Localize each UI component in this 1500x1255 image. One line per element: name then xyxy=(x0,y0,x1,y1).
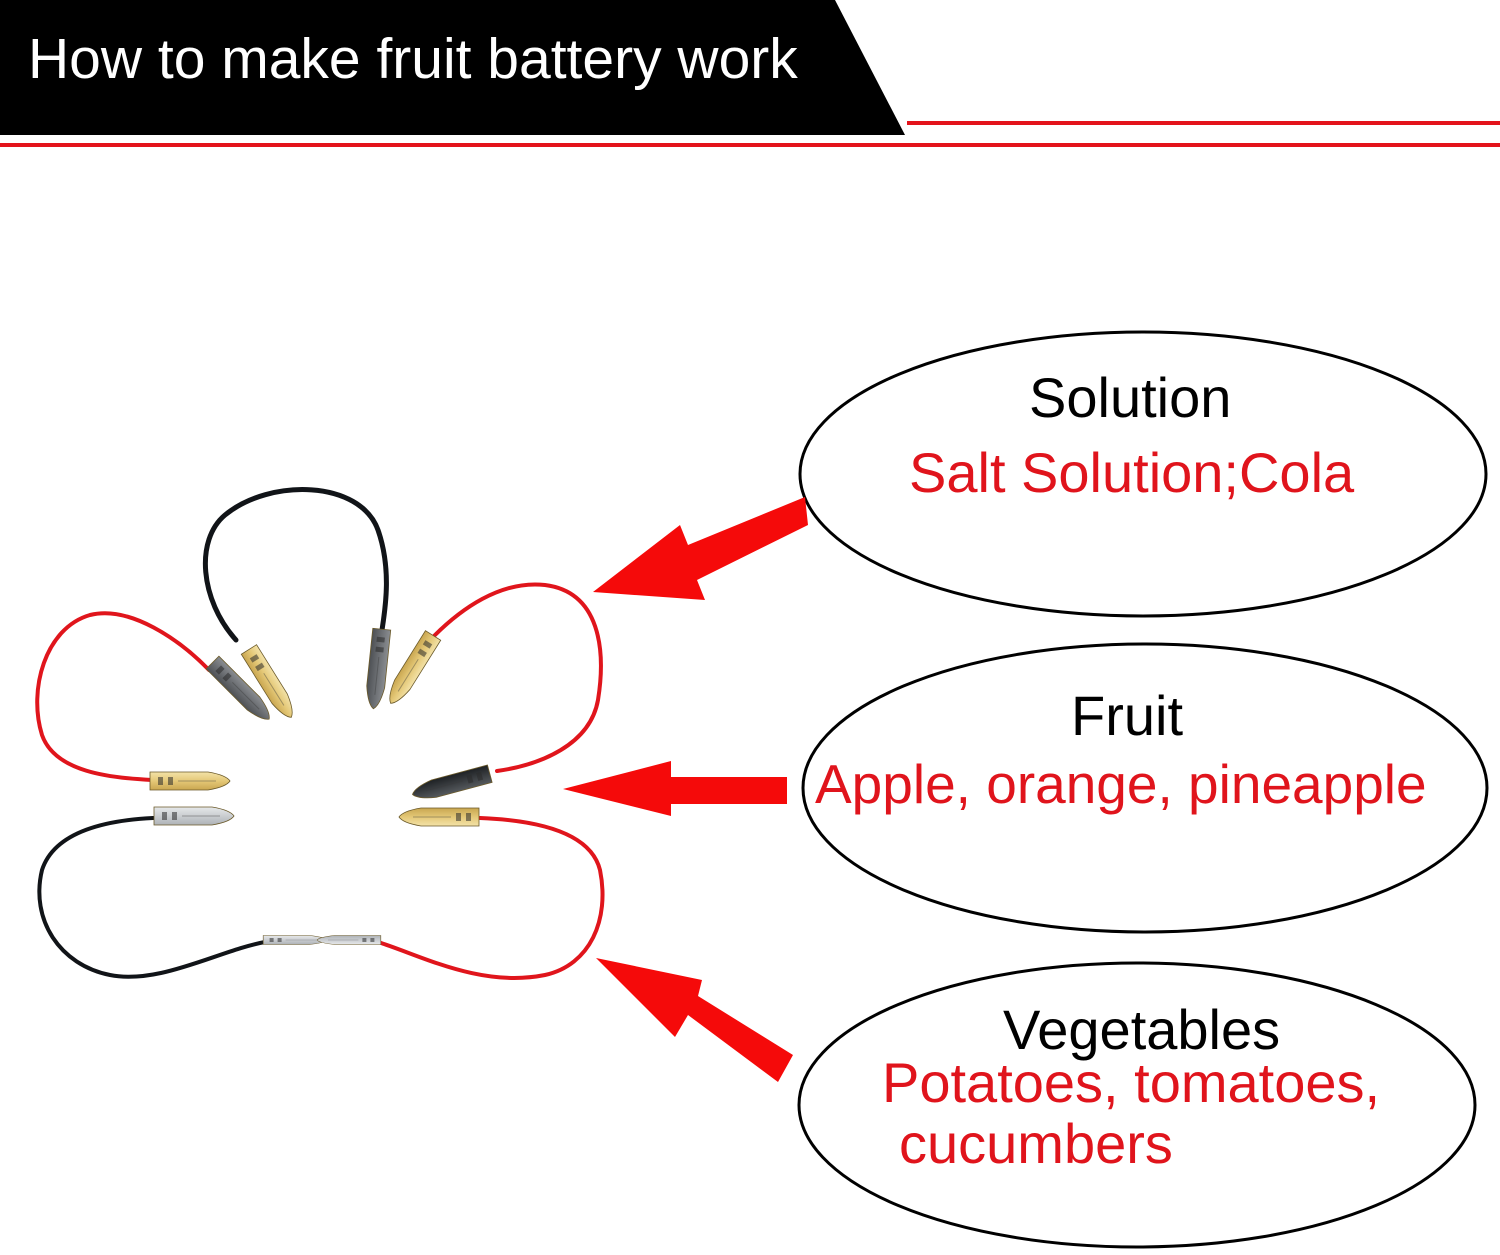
wire-red-left xyxy=(35,611,211,782)
wire-black-top xyxy=(202,487,389,643)
wire-icon xyxy=(35,487,605,980)
callout-vegetables-text-line-1: Potatoes, tomatoes, xyxy=(882,1051,1381,1114)
clip-bottom-silver-right xyxy=(316,935,382,945)
wire-red-top-right xyxy=(432,582,603,773)
arrow-vegetables xyxy=(596,958,793,1082)
alligator-clip-icon xyxy=(149,627,493,945)
callout-fruit-text: Apple, orange, pineapple xyxy=(815,753,1427,815)
wire-black-bottom-left xyxy=(37,816,267,979)
callout-fruit-heading: Fruit xyxy=(1071,684,1183,747)
page-title: How to make fruit battery work xyxy=(28,27,798,91)
wire-red-bottom-right xyxy=(376,816,605,980)
clip-top-gold xyxy=(382,630,442,709)
callout-ellipse-fruit xyxy=(801,642,1489,934)
callout-ellipse-solution xyxy=(798,330,1488,618)
callout-vegetables-heading: Vegetables xyxy=(1003,998,1281,1061)
callout-ellipse-vegetables xyxy=(797,961,1477,1249)
title-banner xyxy=(0,0,905,135)
arrow-fruit xyxy=(563,761,787,816)
clip-left-gold xyxy=(149,771,231,791)
header-rule-top xyxy=(907,121,1500,125)
arrow-icon xyxy=(563,497,808,1082)
clip-right-gold xyxy=(398,807,480,827)
clip-right-dark xyxy=(409,764,493,804)
arrow-solution xyxy=(593,497,808,600)
callout-solution-heading: Solution xyxy=(1029,366,1232,429)
clip-left-silver xyxy=(153,806,235,826)
callout-solution-text: Salt Solution;Cola xyxy=(909,441,1355,504)
header-rule-bottom xyxy=(0,143,1500,147)
clip-top-gray xyxy=(363,627,392,711)
callout-vegetables-text-line-2: cucumbers xyxy=(899,1112,1173,1175)
